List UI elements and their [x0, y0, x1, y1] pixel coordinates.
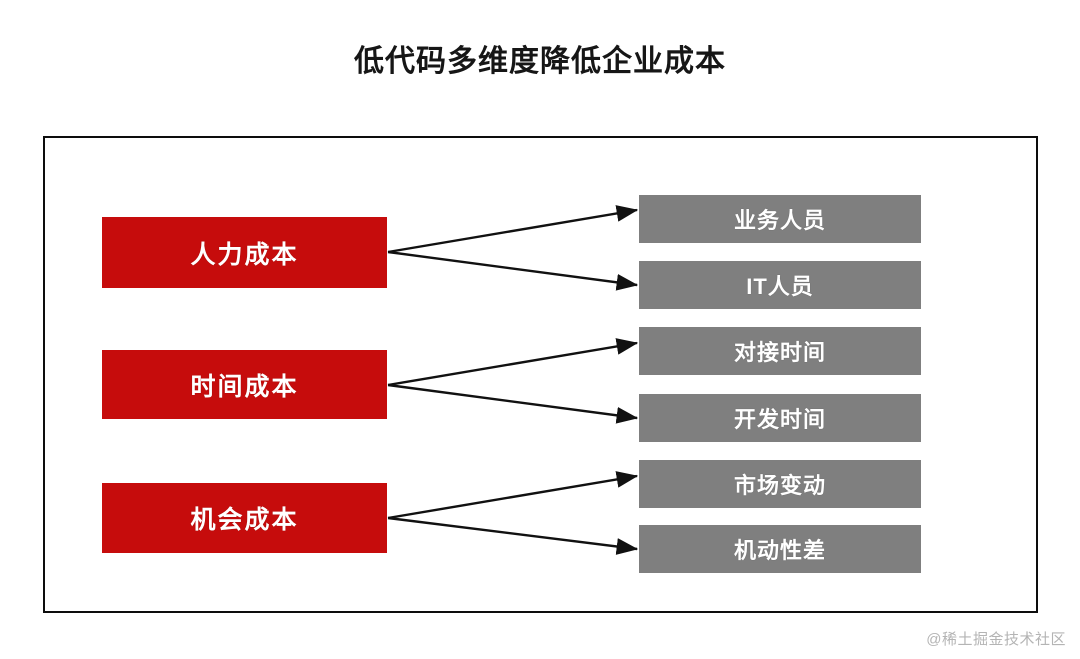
cost-node-time-label: 时间成本 [190, 372, 299, 401]
factor-node-it-staff-label: IT人员 [746, 274, 814, 299]
factor-node-low-agility-label: 机动性差 [733, 538, 826, 563]
factor-node-integration-time[interactable]: 对接时间 [639, 327, 921, 375]
factor-node-business-staff[interactable]: 业务人员 [639, 195, 921, 243]
factor-node-development-time[interactable]: 开发时间 [639, 394, 921, 442]
cost-node-time[interactable]: 时间成本 [102, 350, 387, 419]
page-title: 低代码多维度降低企业成本 [354, 45, 726, 78]
factor-node-integration-time-label: 对接时间 [733, 340, 826, 365]
cost-node-opportunity[interactable]: 机会成本 [102, 483, 387, 553]
factor-node-market-change[interactable]: 市场变动 [639, 460, 921, 508]
factor-node-market-change-label: 市场变动 [733, 473, 826, 498]
cost-node-labor[interactable]: 人力成本 [102, 217, 387, 288]
factor-node-it-staff[interactable]: IT人员 [639, 261, 921, 309]
watermark: @稀土掘金技术社区 [926, 631, 1066, 648]
factor-node-development-time-label: 开发时间 [733, 407, 826, 432]
factor-node-business-staff-label: 业务人员 [733, 208, 826, 233]
factor-node-low-agility[interactable]: 机动性差 [639, 525, 921, 573]
cost-node-opportunity-label: 机会成本 [190, 506, 299, 534]
cost-node-labor-label: 人力成本 [190, 240, 299, 269]
